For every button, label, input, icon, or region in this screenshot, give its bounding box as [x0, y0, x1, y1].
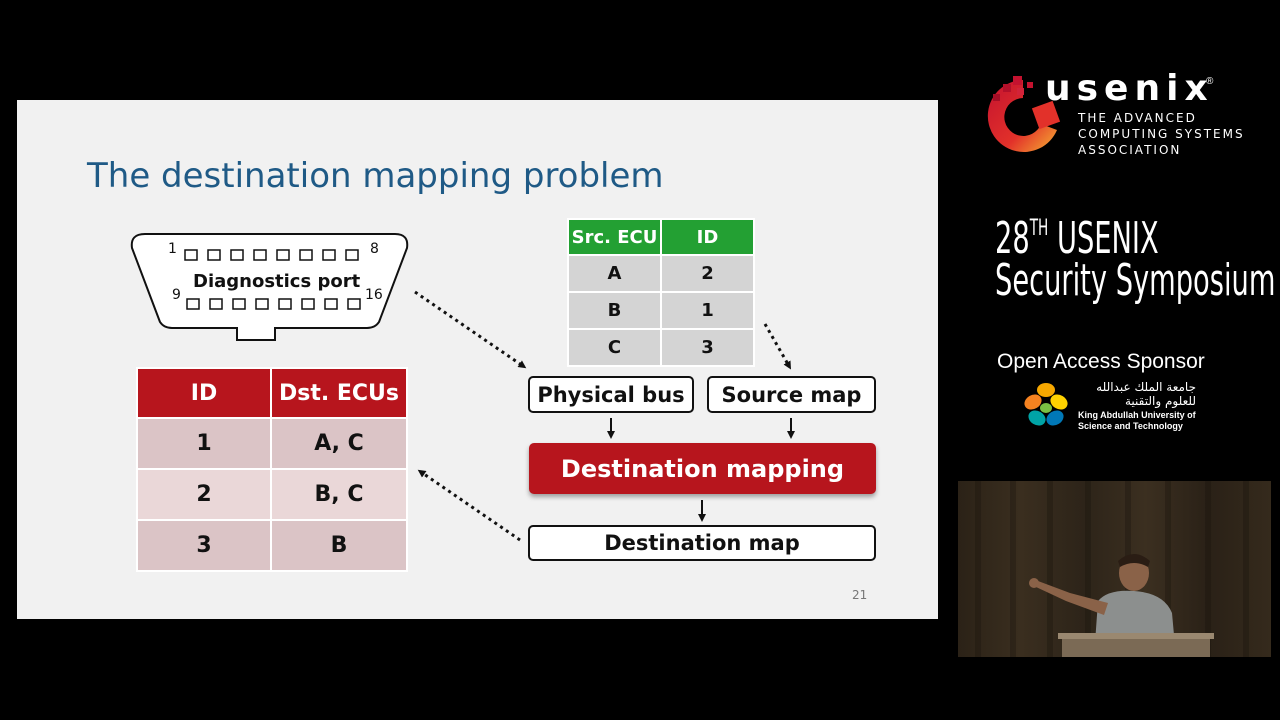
diagram-canvas	[130, 233, 795, 542]
arrow-port-to-physical-bus	[414, 290, 527, 369]
kaust-logo-icon	[1024, 383, 1068, 426]
table-cell: B, C	[270, 468, 408, 521]
source-ecu-table: Src. ECU ID A 2 B 1 C 3	[567, 218, 755, 367]
usenix-logo-icon	[987, 76, 1061, 152]
table-cell: A	[567, 254, 662, 293]
table-header-row: ID Dst. ECUs	[136, 367, 408, 419]
table-row: A 2	[567, 254, 755, 293]
arrow-destination-map-to-table	[417, 469, 521, 542]
physical-bus-box: Physical bus	[528, 376, 694, 413]
table-cell: 1	[660, 291, 755, 330]
source-map-box: Source map	[707, 376, 876, 413]
table-cell: 2	[136, 468, 272, 521]
diagnostics-port-label: Diagnostics port	[193, 271, 361, 292]
event-number-suffix: TH	[1029, 216, 1049, 241]
table-cell: A, C	[270, 417, 408, 470]
event-organization: USENIX	[1048, 213, 1159, 264]
table-row: 1 A, C	[136, 417, 408, 470]
event-title-line2: Security Symposium	[995, 255, 1276, 306]
sponsor-arabic-name: جامعة الملك عبدالله للعلوم والتقنية	[1078, 380, 1196, 408]
tagline-line: COMPUTING SYSTEMS	[1078, 127, 1245, 141]
sponsor-english-line: King Abdullah University of	[1078, 410, 1196, 420]
speaker-video	[958, 481, 1271, 657]
table-header-row: Src. ECU ID	[567, 218, 755, 256]
slide: The destination mapping problem	[17, 100, 938, 619]
sponsor-english-line: Science and Technology	[1078, 421, 1183, 431]
table-header-dst-ecus: Dst. ECUs	[270, 367, 408, 419]
sponsor-arabic-line: للعلوم والتقنية	[1125, 394, 1196, 408]
speaker-figure-icon	[975, 481, 1249, 657]
event-title-line1: 28TH USENIX	[995, 204, 1159, 264]
table-header-id: ID	[136, 367, 272, 419]
pin-number-8: 8	[370, 241, 379, 257]
tagline-line: THE ADVANCED	[1078, 111, 1197, 125]
destination-mapping-box: Destination mapping	[529, 443, 876, 494]
table-cell: B	[567, 291, 662, 330]
event-number: 28	[995, 213, 1030, 264]
table-cell: 2	[660, 254, 755, 293]
diagnostics-port-icon	[130, 233, 409, 341]
table-header-src-ecu: Src. ECU	[567, 218, 662, 256]
destination-ecu-table: ID Dst. ECUs 1 A, C 2 B, C 3 B	[136, 367, 408, 572]
table-row: 3 B	[136, 519, 408, 572]
registered-mark: ®	[1206, 76, 1214, 87]
table-cell: B	[270, 519, 408, 572]
top-pin-row	[184, 249, 359, 261]
sponsor-arabic-line: جامعة الملك عبدالله	[1096, 380, 1196, 394]
slide-page-number: 21	[852, 588, 868, 602]
usenix-wordmark: usenix	[1045, 68, 1214, 109]
table-cell: 3	[136, 519, 272, 572]
table-cell: 1	[136, 417, 272, 470]
table-row: 2 B, C	[136, 468, 408, 521]
table-row: B 1	[567, 291, 755, 330]
table-cell: 3	[660, 328, 755, 367]
arrow-source-table-to-source-map	[763, 323, 791, 370]
pin-number-1: 1	[168, 241, 177, 257]
bottom-pin-row	[186, 298, 361, 310]
table-cell: C	[567, 328, 662, 367]
sponsor-english-name: King Abdullah University of Science and …	[1078, 410, 1196, 432]
usenix-tagline: THE ADVANCED COMPUTING SYSTEMS ASSOCIATI…	[1078, 110, 1245, 158]
pin-number-16: 16	[365, 287, 383, 303]
table-header-id: ID	[660, 218, 755, 256]
tagline-line: ASSOCIATION	[1078, 143, 1182, 157]
destination-map-box: Destination map	[528, 525, 876, 561]
table-row: C 3	[567, 328, 755, 367]
sponsor-label: Open Access Sponsor	[997, 350, 1205, 373]
pin-number-9: 9	[172, 287, 181, 303]
slide-title: The destination mapping problem	[87, 156, 664, 196]
